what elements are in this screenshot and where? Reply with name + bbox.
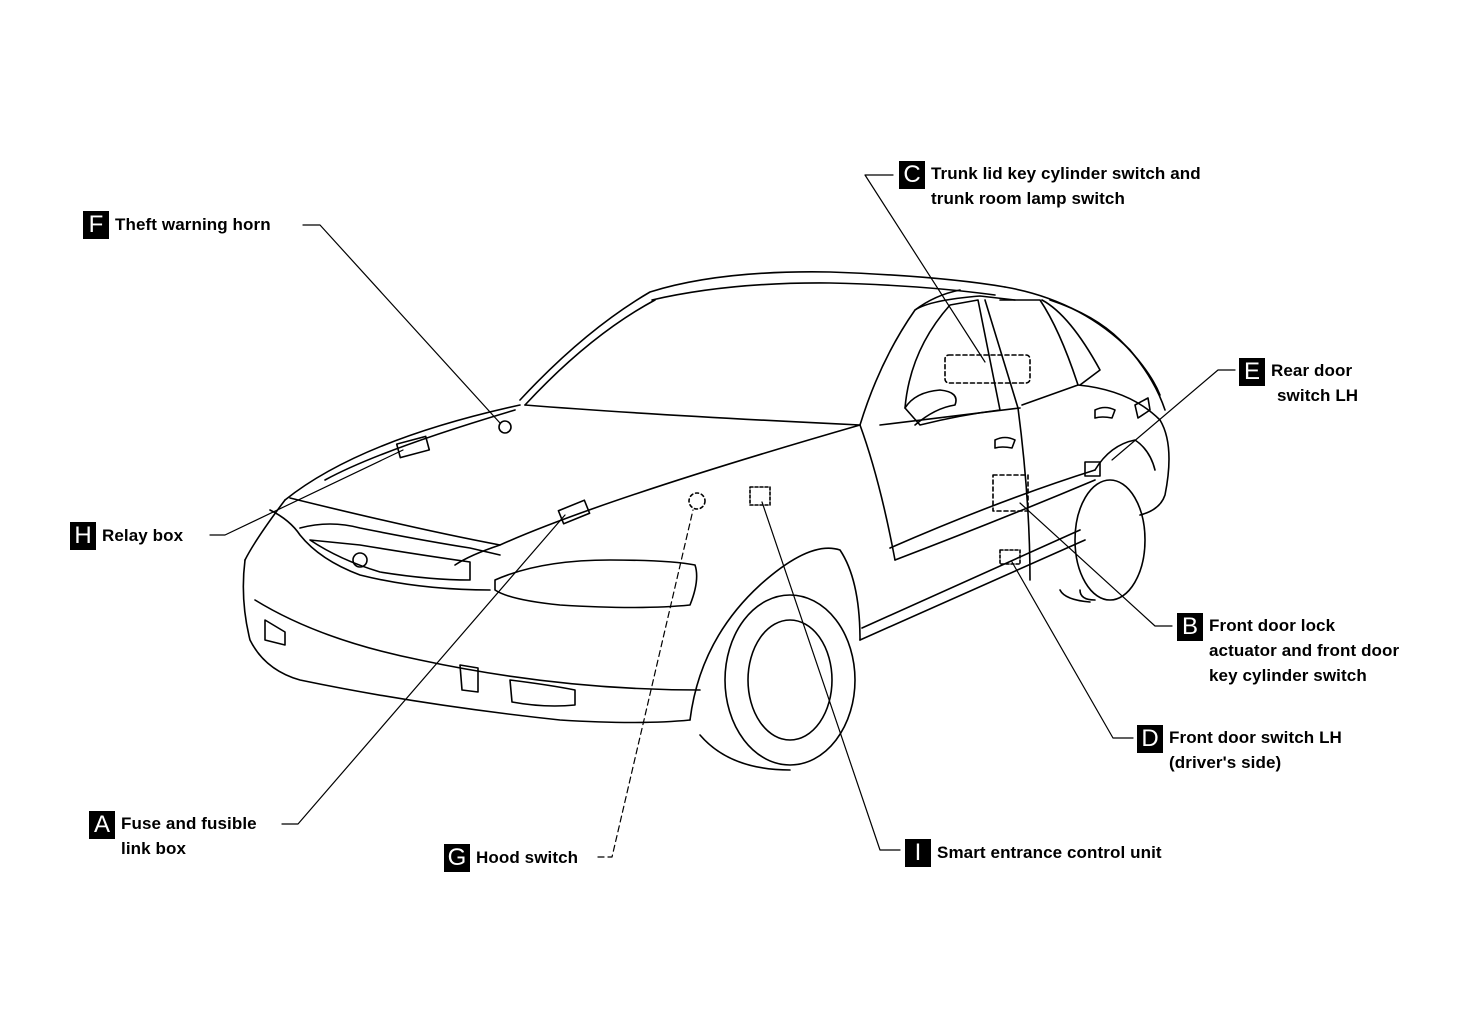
callout-i-line-1: Smart entrance control unit — [937, 843, 1162, 862]
callout-letter-a: A — [89, 811, 115, 839]
callout-d-line-1: Front door switch LH — [1169, 728, 1342, 747]
callout-b-line-2: actuator and front door — [1209, 641, 1400, 660]
callout-a-line-2: link box — [121, 839, 187, 858]
callout-text-f: Theft warning horn — [115, 211, 271, 237]
car-body-outline — [242, 271, 1170, 771]
control-unit-marker — [749, 486, 771, 506]
relay-box-marker — [395, 435, 431, 459]
callout-text-c: Trunk lid key cylinder switch and trunk … — [931, 161, 1201, 211]
callout-b-line-1: Front door lock — [1209, 616, 1336, 635]
callout-g-line-1: Hood switch — [476, 848, 579, 867]
callout-g: G Hood switch — [444, 844, 578, 872]
callout-letter-d: D — [1137, 725, 1163, 753]
callout-letter-i: I — [905, 839, 931, 867]
callout-e: E Rear door switch LH — [1239, 358, 1358, 408]
callout-letter-e: E — [1239, 358, 1265, 386]
leader-lines — [209, 174, 1236, 858]
callout-text-h: Relay box — [102, 522, 183, 548]
callout-h-line-1: Relay box — [102, 526, 184, 545]
component-markers — [395, 354, 1101, 565]
callout-letter-b: B — [1177, 613, 1203, 641]
callout-a: A Fuse and fusible link box — [89, 811, 257, 861]
trunk-switch-marker — [944, 354, 1031, 384]
callout-i: I Smart entrance control unit — [905, 839, 1162, 867]
callout-text-a: Fuse and fusible link box — [121, 811, 257, 861]
callout-letter-g: G — [444, 844, 470, 872]
callout-d-line-2: (driver's side) — [1169, 753, 1282, 772]
callout-text-g: Hood switch — [476, 844, 578, 870]
callout-f: F Theft warning horn — [83, 211, 271, 239]
callout-letter-c: C — [899, 161, 925, 189]
callout-d: D Front door switch LH (driver's side) — [1137, 725, 1342, 775]
callout-c-line-2: trunk room lamp switch — [931, 189, 1125, 208]
callout-text-d: Front door switch LH (driver's side) — [1169, 725, 1342, 775]
callout-letter-f: F — [83, 211, 109, 239]
horn-marker — [498, 420, 512, 434]
fuse-box-marker — [557, 499, 591, 525]
callout-a-line-1: Fuse and fusible — [121, 814, 257, 833]
callout-b: B Front door lock actuator and front doo… — [1177, 613, 1399, 688]
callout-letter-h: H — [70, 522, 96, 550]
callout-c-line-1: Trunk lid key cylinder switch and — [931, 164, 1201, 183]
callout-h: H Relay box — [70, 522, 183, 550]
callout-text-b: Front door lock actuator and front door … — [1209, 613, 1399, 688]
hood-switch-marker — [688, 492, 706, 510]
door-switch-marker — [999, 549, 1021, 565]
callout-c: C Trunk lid key cylinder switch and trun… — [899, 161, 1201, 211]
callout-b-line-3: key cylinder switch — [1209, 666, 1367, 685]
rear-door-switch-marker — [1084, 461, 1101, 477]
callout-text-e: Rear door switch LH — [1271, 358, 1358, 408]
callout-text-i: Smart entrance control unit — [937, 839, 1162, 865]
door-lock-marker — [992, 474, 1029, 512]
callout-e-line-2: switch LH — [1277, 386, 1359, 405]
callout-f-line-1: Theft warning horn — [115, 215, 271, 234]
callout-e-line-1: Rear door — [1271, 361, 1353, 380]
